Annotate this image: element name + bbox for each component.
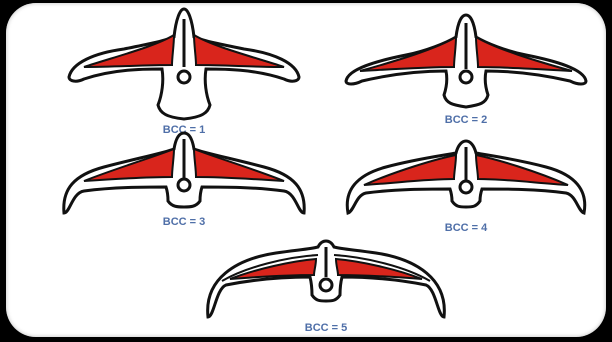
panel-bcc-2: BCC = 2 <box>346 15 586 126</box>
panel-bcc-3: BCC = 3 <box>64 133 304 228</box>
muscle-left <box>84 149 174 181</box>
diagram-card: BCC = 1 BCC = 2 BCC = 3 <box>6 3 606 337</box>
panel-bcc-1: BCC = 1 <box>69 9 299 136</box>
muscle-right <box>194 149 284 181</box>
bcc-diagram: BCC = 1 BCC = 2 BCC = 3 <box>6 3 606 337</box>
label-bcc-2: BCC = 2 <box>445 114 488 126</box>
label-bcc-5: BCC = 5 <box>305 322 348 334</box>
label-bcc-3: BCC = 3 <box>163 216 206 228</box>
panel-bcc-4: BCC = 4 <box>347 141 584 234</box>
label-bcc-4: BCC = 4 <box>445 222 488 234</box>
panel-bcc-5: BCC = 5 <box>208 241 445 334</box>
